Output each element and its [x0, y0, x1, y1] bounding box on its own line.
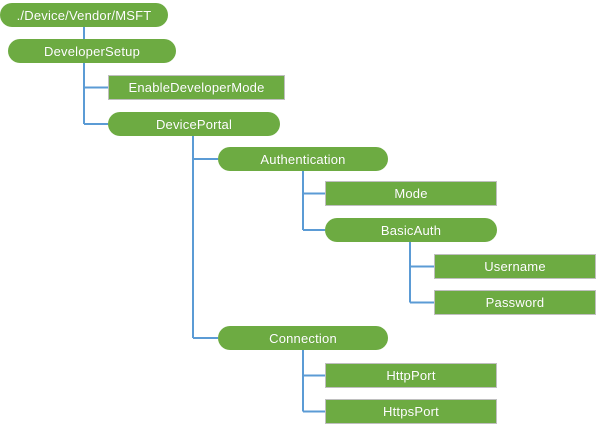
- node-https-port[interactable]: HttpsPort: [325, 399, 497, 424]
- node-label-https-port: HttpsPort: [383, 404, 439, 419]
- node-basic-auth[interactable]: BasicAuth: [325, 218, 497, 242]
- node-developer-setup[interactable]: DeveloperSetup: [8, 39, 176, 63]
- node-enable-developer-mode[interactable]: EnableDeveloperMode: [108, 75, 285, 100]
- node-label-http-port: HttpPort: [386, 368, 436, 383]
- node-label-connection: Connection: [269, 330, 337, 346]
- node-label-basic-auth: BasicAuth: [380, 222, 442, 238]
- node-http-port[interactable]: HttpPort: [325, 363, 497, 388]
- node-root[interactable]: ./Device/Vendor/MSFT: [0, 3, 168, 27]
- node-label-developer-setup: DeveloperSetup: [43, 43, 141, 59]
- node-label-authentication: Authentication: [260, 151, 346, 167]
- node-device-portal[interactable]: DevicePortal: [108, 112, 280, 136]
- node-username[interactable]: Username: [434, 254, 596, 279]
- node-authentication[interactable]: Authentication: [218, 147, 388, 171]
- node-label-password: Password: [485, 295, 545, 310]
- node-label-username: Username: [484, 259, 546, 274]
- node-password[interactable]: Password: [434, 290, 596, 315]
- node-label-enable-developer-mode: EnableDeveloperMode: [128, 80, 265, 95]
- node-label-device-portal: DevicePortal: [155, 116, 233, 132]
- node-connection[interactable]: Connection: [218, 326, 388, 350]
- node-label-root: ./Device/Vendor/MSFT: [16, 7, 152, 23]
- node-label-mode: Mode: [394, 186, 428, 201]
- node-mode[interactable]: Mode: [325, 181, 497, 206]
